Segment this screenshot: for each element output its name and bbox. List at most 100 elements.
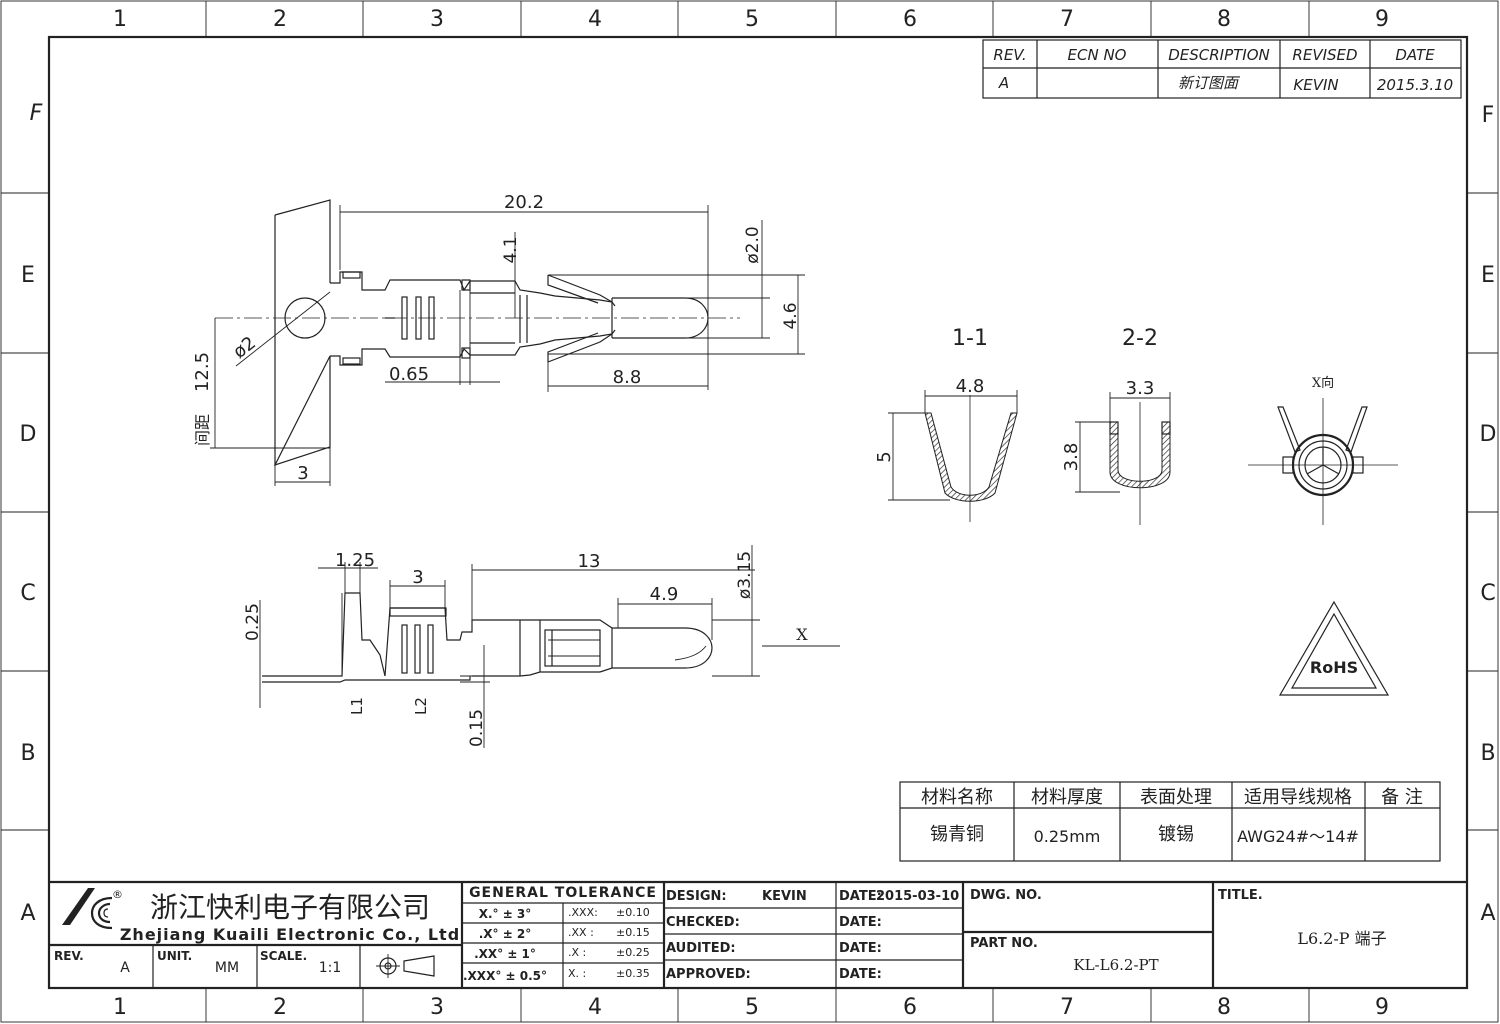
spec-value-surface: 镀锡: [1158, 824, 1194, 845]
scale-value: 1:1: [319, 960, 342, 976]
scale-label: SCALE.: [260, 949, 307, 963]
tolerance-angular-3: .XX° ± 1°: [474, 947, 536, 961]
dim-overall-length: 20.2: [504, 192, 544, 213]
view-x: X向: [1248, 375, 1398, 525]
row-label-E-right: E: [1481, 263, 1495, 288]
rohs-label: RoHS: [1310, 658, 1358, 677]
col-label-bottom-1: 1: [113, 995, 127, 1020]
view-x-title: X向: [1312, 375, 1334, 391]
label-L2: L2: [412, 697, 430, 715]
row-label-B-left: B: [20, 741, 35, 766]
company-name-en: Zhejiang Kuaili Electronic Co., Ltd: [120, 925, 460, 944]
unit-label: UNIT.: [157, 949, 192, 963]
spec-value-material: 锡青铜: [930, 824, 984, 845]
col-label-bottom-6: 6: [903, 995, 917, 1020]
col-label-4: 4: [588, 7, 602, 32]
section-1-1-height: 5: [874, 451, 895, 462]
col-label-bottom-8: 8: [1217, 995, 1231, 1020]
audited-label: AUDITED:: [666, 941, 736, 956]
spec-header-remarks: 备 注: [1381, 787, 1423, 808]
tolerance-linear-value-1: ±0.10: [616, 906, 650, 919]
row-label-E-left: E: [21, 263, 35, 288]
col-label-bottom-5: 5: [745, 995, 759, 1020]
rev-value-description: 新订图面: [1178, 74, 1241, 92]
rev-header-ecn: ECN NO: [1068, 46, 1127, 64]
tolerance-angular-1: X.° ± 3°: [479, 907, 532, 921]
section-2-2-width: 3.3: [1126, 378, 1155, 399]
date-label-design: DATE:: [839, 889, 882, 904]
date-label-audited: DATE:: [839, 941, 882, 956]
col-label-5: 5: [745, 7, 759, 32]
title-value: L6.2-P 端子: [1297, 929, 1386, 948]
dim-pitch-label: 间距: [193, 414, 212, 446]
rev-value-rev: A: [998, 74, 1009, 92]
tolerance-angular-4: .XXX° ± 0.5°: [463, 969, 547, 983]
rohs-mark: RoHS: [1278, 600, 1390, 696]
section-2-2-height: 3.8: [1061, 443, 1082, 472]
row-label-D-left: D: [20, 422, 37, 447]
spec-header-material: 材料名称: [921, 787, 993, 808]
col-label-8: 8: [1217, 7, 1231, 32]
col-label-3: 3: [430, 7, 444, 32]
col-label-bottom-7: 7: [1060, 995, 1074, 1020]
section-1-1-title: 1-1: [952, 326, 988, 351]
tolerance-angular-2: .X° ± 2°: [479, 927, 532, 941]
col-label-2: 2: [273, 7, 287, 32]
tolerance-linear-value-3: ±0.25: [616, 946, 650, 959]
side-view: 1.25 3 13 4.9 ø3.15 X 0.25 0.15 L1 L2: [243, 545, 840, 748]
section-1-1-width: 4.8: [956, 376, 985, 397]
dim-diameter-2-0: ø2.0: [743, 226, 763, 263]
dim-13: 13: [578, 551, 601, 572]
dim-0-15: 0.15: [467, 709, 487, 747]
col-label-bottom-3: 3: [430, 995, 444, 1020]
rev-value: A: [120, 960, 130, 976]
rev-header-revised: REVISED: [1292, 46, 1357, 64]
company-logo: ®: [62, 888, 123, 930]
row-label-A-right: A: [1480, 901, 1495, 926]
title-block: ® 浙江快利电子有限公司 Zhejiang Kuaili Electronic …: [49, 880, 1467, 988]
tolerance-linear-value-4: ±0.35: [616, 967, 650, 980]
label-L1: L1: [348, 697, 366, 715]
section-1-1: 1-1 4.8 5: [874, 326, 1018, 522]
row-label-B-right: B: [1480, 741, 1495, 766]
col-label-9: 9: [1375, 7, 1389, 32]
dim-8-8: 8.8: [613, 367, 642, 388]
row-label-A-left: A: [20, 901, 35, 926]
dwg-no-label: DWG. NO.: [970, 888, 1042, 903]
title-label: TITLE.: [1218, 888, 1263, 903]
section-2-2-title: 2-2: [1122, 326, 1158, 351]
row-label-F-right: F: [1482, 103, 1495, 128]
dim-0-25: 0.25: [243, 603, 263, 641]
date-value-design: 2015-03-10: [876, 889, 959, 904]
checked-label: CHECKED:: [666, 915, 740, 930]
col-label-bottom-9: 9: [1375, 995, 1389, 1020]
dim-pitch-value: 12.5: [192, 352, 213, 392]
tolerance-linear-label-4: X. :: [568, 967, 586, 980]
dim-4-9: 4.9: [650, 584, 679, 605]
company-name-cn: 浙江快利电子有限公司: [150, 891, 430, 924]
date-label-checked: DATE:: [839, 915, 882, 930]
part-no-label: PART NO.: [970, 936, 1038, 951]
dim-diameter-3-15: ø3.15: [735, 551, 755, 599]
tolerance-linear-label-2: .XX :: [568, 926, 594, 939]
spec-header-surface: 表面处理: [1140, 787, 1212, 808]
row-label-F-left: F: [30, 101, 43, 126]
dim-carrier-width: 3: [297, 463, 308, 484]
col-label-6: 6: [903, 7, 917, 32]
revision-table: REV. ECN NO DESCRIPTION REVISED DATE A 新…: [982, 39, 1462, 99]
view-arrow-x: X: [796, 625, 808, 644]
dim-side-3: 3: [412, 567, 423, 588]
spec-header-thickness: 材料厚度: [1031, 787, 1103, 808]
tolerance-linear-label-1: .XXX:: [568, 906, 598, 919]
tolerance-linear-value-2: ±0.15: [616, 926, 650, 939]
tolerance-linear-label-3: .X :: [568, 946, 586, 959]
rev-header-description: DESCRIPTION: [1168, 46, 1270, 64]
dim-1-25: 1.25: [335, 550, 375, 571]
row-label-C-left: C: [20, 581, 35, 606]
svg-text:®: ®: [112, 888, 123, 901]
row-label-D-right: D: [1480, 422, 1497, 447]
rev-value-revised: KEVIN: [1293, 76, 1338, 94]
dim-hole-diameter: ø2: [229, 332, 260, 362]
